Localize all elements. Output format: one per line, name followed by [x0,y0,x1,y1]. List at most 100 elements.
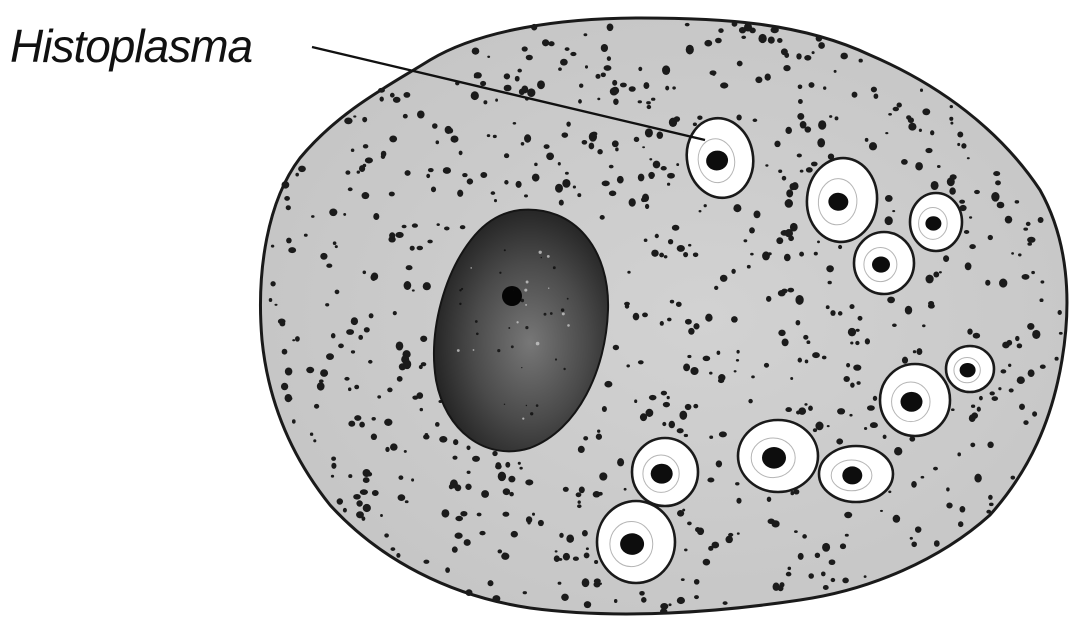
granule [604,381,612,388]
granule [285,368,293,376]
granule [957,131,963,137]
granule [766,296,771,302]
granule [768,252,772,255]
granule [857,381,861,385]
granule [426,174,430,178]
granule [967,328,972,334]
granule [826,265,834,272]
granule [531,24,537,31]
granule [292,419,296,423]
granule [602,181,610,187]
granule [919,129,922,132]
granule [662,65,670,75]
granule [651,250,658,257]
granule [778,290,786,296]
granule [751,375,755,378]
granule [558,67,562,71]
granule [578,500,581,504]
yeast-nucleus [620,533,644,555]
granule [462,173,467,177]
chromatin-speck [457,349,460,352]
granule [364,327,370,332]
granule [579,487,585,494]
granule [645,204,649,209]
chromatin-speck [476,332,479,335]
granule [601,44,608,52]
granule [298,166,306,172]
granule [682,509,685,512]
granule [626,364,630,367]
granule [939,271,942,273]
granule [282,349,288,355]
granule [578,99,582,103]
granule [629,198,636,206]
granule [642,146,645,148]
granule [950,174,957,180]
granule [677,428,684,433]
granule [286,205,291,210]
granule [582,530,588,536]
granule [749,227,755,233]
granule [719,431,727,437]
chromatin-speck [541,257,542,258]
granule [513,122,517,125]
granule [911,541,917,547]
granule [432,123,438,129]
granule [344,118,352,125]
granule [555,550,558,552]
granule [655,234,659,238]
chromatin-speck [521,299,524,302]
chromatin-speck [567,324,570,327]
granule [1011,476,1016,480]
granule [767,497,772,502]
granule [325,303,329,306]
granule [781,48,788,55]
granule [755,77,762,84]
granule [748,399,752,404]
granule [1017,376,1025,384]
granule [493,135,497,138]
granule [398,494,406,501]
granule [973,333,980,339]
granule [584,552,590,558]
granule [958,521,963,527]
granule [538,520,544,526]
yeast-nucleus [872,256,890,272]
granule [447,128,453,134]
granule [423,282,431,290]
granule [778,585,784,591]
granule [768,36,775,43]
granule [612,140,619,147]
granule [660,321,664,326]
chromatin-speck [459,303,461,305]
granule [667,173,675,179]
granule [563,553,570,561]
granule [1039,298,1043,302]
granule [358,335,363,340]
granule [372,417,376,421]
granule [377,395,381,398]
granule [387,388,392,393]
granule [897,103,902,108]
granule [425,433,429,436]
chromatin-speck [511,345,514,348]
granule [381,151,387,157]
granule [826,305,830,309]
granule [320,369,328,377]
granule [739,27,746,33]
chromatin-speck [536,342,540,346]
granule [798,553,804,560]
granule [647,105,652,109]
granule [491,191,496,195]
granule [586,547,589,550]
granule [455,533,463,539]
granule [627,271,630,274]
granule [687,521,692,525]
granule [578,446,585,453]
granule [743,239,747,242]
granule [519,467,522,470]
granule [344,377,349,381]
granule [885,195,893,202]
granule [412,223,418,227]
granule [665,86,669,91]
